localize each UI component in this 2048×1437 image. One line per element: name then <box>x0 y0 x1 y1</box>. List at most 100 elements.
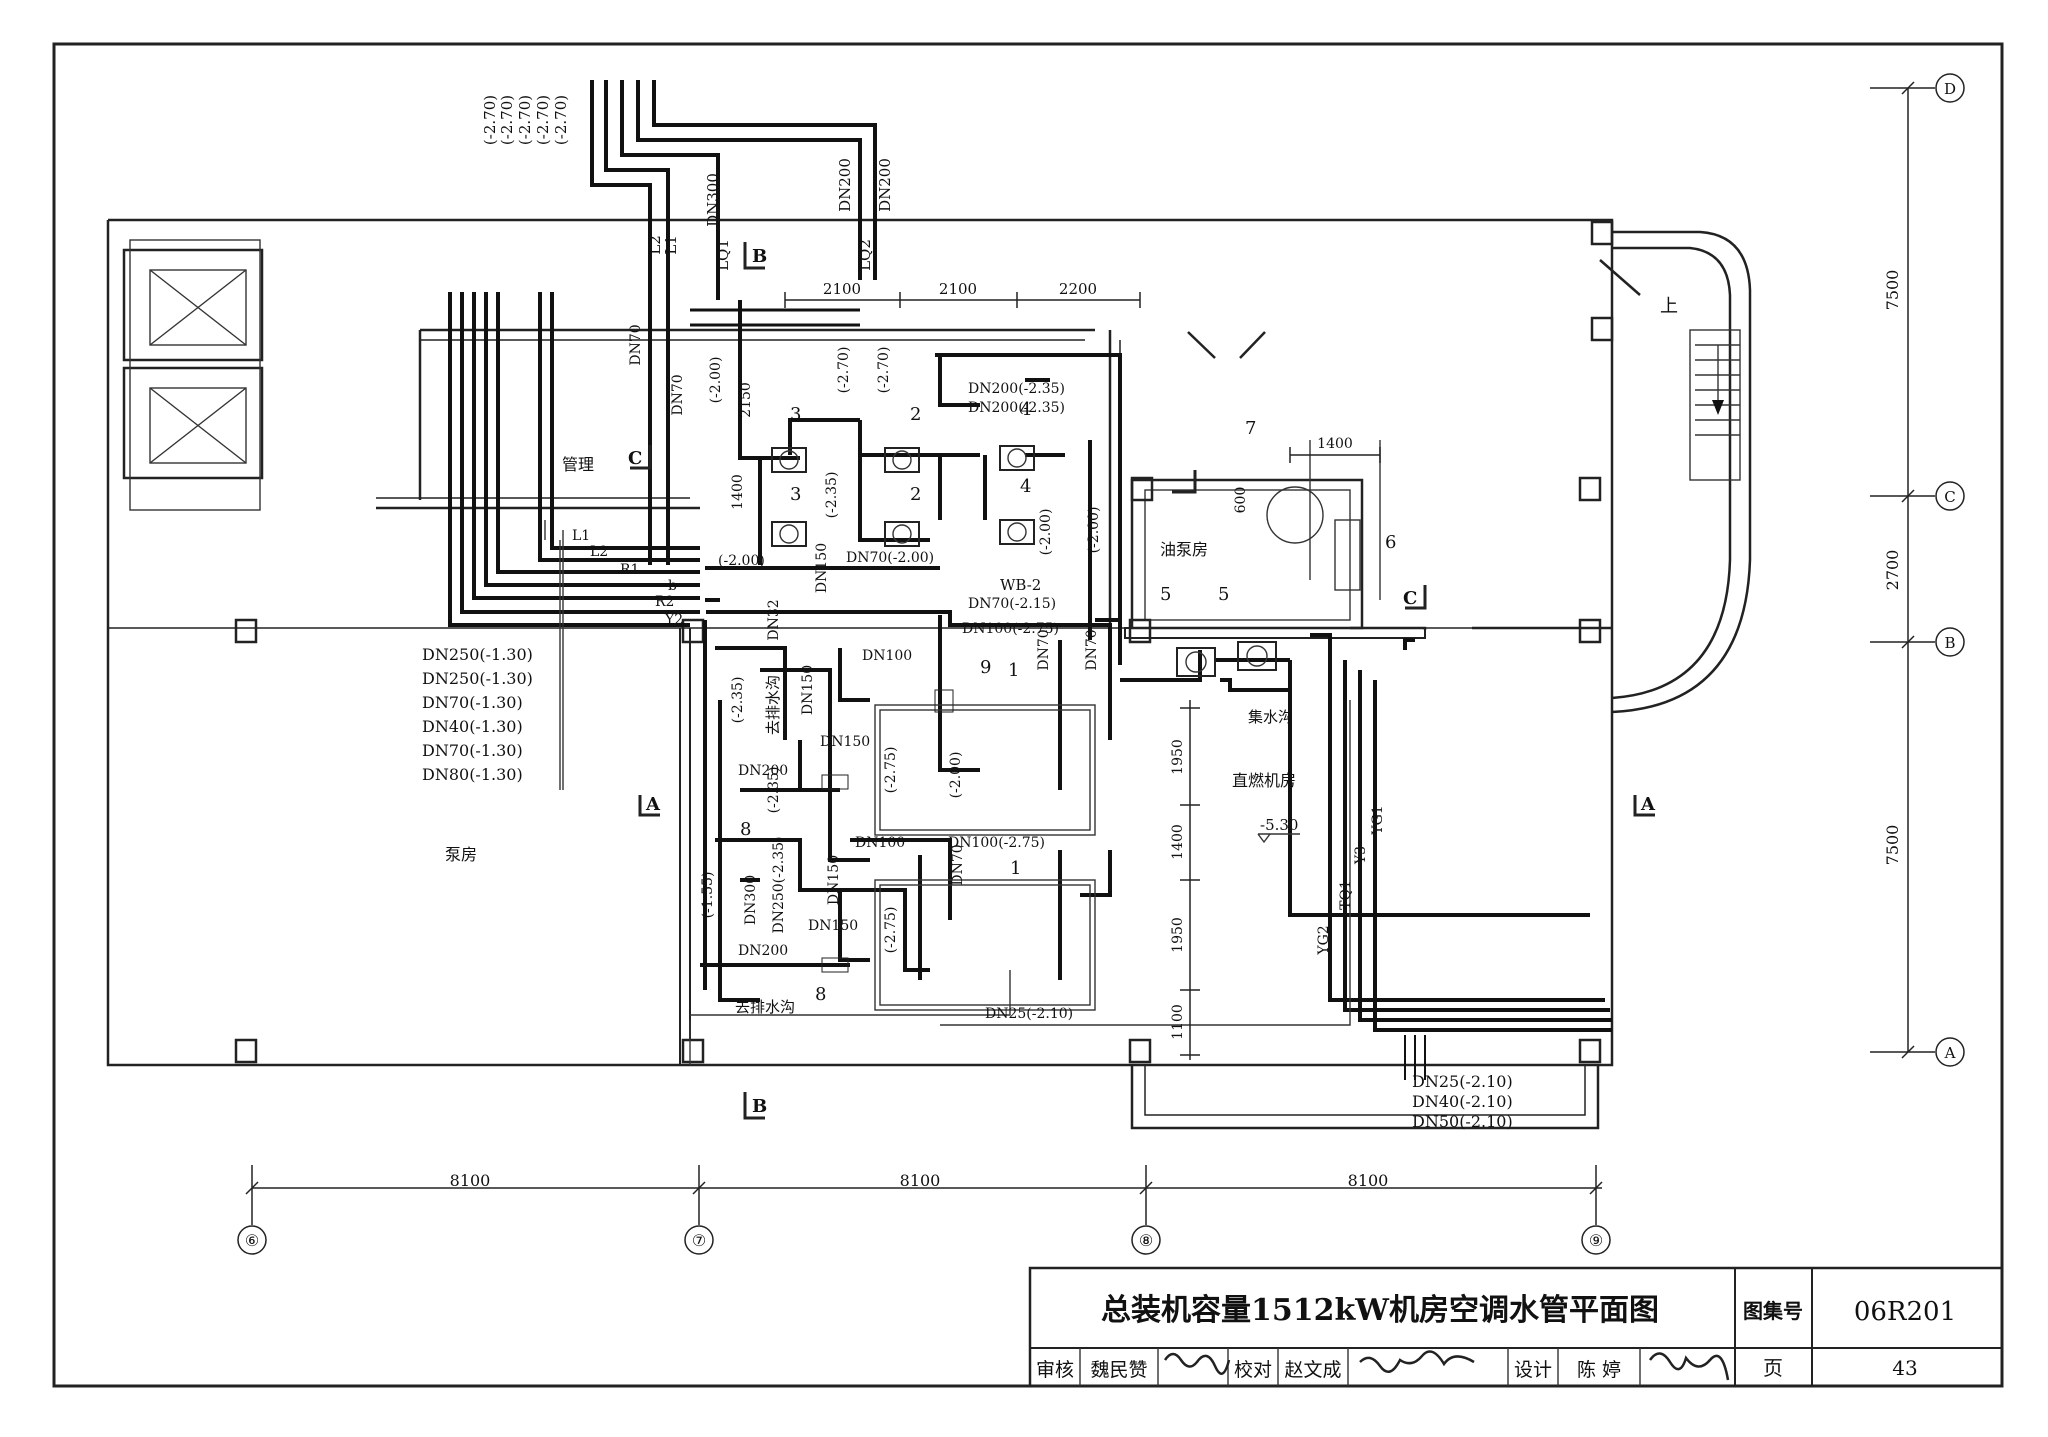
label-oil-pump-room: 油泵房 <box>1160 540 1208 559</box>
checker: 赵文成 <box>1284 1359 1341 1381</box>
section-marks: A A B B C C <box>628 242 1656 1120</box>
drawing-title: 总装机容量1512kW机房空调水管平面图 <box>1101 1293 1659 1328</box>
dim-row-3: 7500 <box>1883 825 1902 866</box>
svg-text:DN100(-2.75): DN100(-2.75) <box>962 621 1059 637</box>
tag-6: 6 <box>1385 532 1396 553</box>
design-label: 设计 <box>1514 1359 1552 1381</box>
building-walls <box>106 218 1752 1130</box>
bottom-list: DN25(-2.10) DN40(-2.10) DN50(-2.10) <box>1412 1072 1513 1131</box>
label-drain-2: 去排水沟 <box>735 998 795 1016</box>
reviewer: 魏民赞 <box>1090 1359 1147 1381</box>
pump-4-lower <box>999 519 1035 545</box>
tag-2b: 2 <box>910 484 921 505</box>
svg-text:DN150: DN150 <box>826 855 842 905</box>
dim-1100: 1100 <box>1170 1004 1186 1040</box>
svg-text:DN100: DN100 <box>862 648 912 664</box>
atlas-no: 06R201 <box>1854 1297 1956 1327</box>
section-C-right: C <box>1403 588 1417 609</box>
lvl-1: (-2.70) <box>481 95 499 145</box>
tag-3a: 3 <box>790 404 801 425</box>
label-drain-1: 去排水沟 <box>764 675 782 735</box>
chiller-1-lower <box>874 879 1096 1011</box>
svg-text:YG1: YG1 <box>1370 805 1386 835</box>
equip-8-lower <box>821 957 849 973</box>
machine-tags: YG2 TQ1 Y3 YG1 <box>1316 805 1386 955</box>
section-B-top: B <box>752 246 767 267</box>
tag-LQ2: LQ2 <box>856 239 874 271</box>
dim-col-3: 8100 <box>1348 1171 1389 1190</box>
axis-row-B: B <box>1944 634 1955 652</box>
pump-2-upper <box>884 447 920 473</box>
tag-1a: 1 <box>1008 660 1019 681</box>
signature-reviewer <box>1163 1352 1231 1375</box>
htag-L2: L2 <box>590 544 608 560</box>
lvl-2: (-2.70) <box>498 95 516 145</box>
svg-text:DN250(-2.35): DN250(-2.35) <box>771 836 787 933</box>
dim-pump-2: 2100 <box>939 280 977 298</box>
svg-text:(-2.70): (-2.70) <box>836 347 852 394</box>
pump-3-lower <box>771 521 807 547</box>
svg-text:DN150: DN150 <box>808 918 858 934</box>
svg-text:DN70: DN70 <box>1036 629 1052 670</box>
equip-6-frame <box>1334 519 1361 591</box>
thin-lines <box>544 440 1381 1065</box>
svg-text:(-2.35): (-2.35) <box>824 472 840 519</box>
axis-row-C: C <box>1944 488 1955 506</box>
axis-row-D: D <box>1944 80 1956 98</box>
svg-text:(-2.00): (-2.00) <box>708 357 724 404</box>
check-label: 校对 <box>1234 1359 1272 1381</box>
svg-text:DN100(-2.75): DN100(-2.75) <box>948 835 1045 851</box>
tag-8b: 8 <box>815 984 826 1005</box>
htag-L1: L1 <box>572 528 590 544</box>
svg-text:DN150: DN150 <box>820 734 870 750</box>
equipment <box>771 445 1361 1011</box>
svg-text:(-2.75): (-2.75) <box>883 907 899 954</box>
equip-8-upper <box>821 774 849 790</box>
size-dn200a: DN200 <box>836 158 854 212</box>
hlist-2: DN70(-1.30) <box>422 693 523 712</box>
svg-text:(-1.55): (-1.55) <box>700 872 716 919</box>
dim-col-1: 8100 <box>450 1171 491 1190</box>
dim-row-1: 7500 <box>1883 270 1902 311</box>
pump-5-right <box>1237 641 1277 671</box>
svg-text:YG2: YG2 <box>1316 925 1332 955</box>
svg-text:DN200(-2.35): DN200(-2.35) <box>968 381 1065 397</box>
svg-text:DN70: DN70 <box>628 324 644 365</box>
designer: 陈 婷 <box>1577 1359 1621 1381</box>
equipment-tags: 3 3 2 2 4 4 7 6 5 5 9 1 8 1 8 WB-2 <box>740 399 1396 1005</box>
hlist-4: DN70(-1.30) <box>422 741 523 760</box>
tag-9: 9 <box>980 657 991 678</box>
dim-1400a: 1400 <box>730 474 746 510</box>
tag-L1: L1 <box>662 235 680 255</box>
hlist-3: DN40(-1.30) <box>422 717 523 736</box>
svg-text:DN70: DN70 <box>670 374 686 415</box>
equip-9 <box>934 689 954 713</box>
room-labels: 泵房 管理 油泵房 直燃机房 -5.30 集水沟 去排水沟 去排水沟 上 <box>445 296 1678 1016</box>
tag-5b: 5 <box>1218 584 1229 605</box>
header-tags: L1 L2 R1 b R2 Y2 <box>572 528 683 628</box>
svg-text:DN50(-2.10): DN50(-2.10) <box>1412 1112 1513 1131</box>
svg-text:DN25(-2.10): DN25(-2.10) <box>1412 1072 1513 1091</box>
dim-pump-3: 2200 <box>1059 280 1097 298</box>
svg-text:DN300: DN300 <box>743 875 759 925</box>
svg-text:DN150: DN150 <box>800 665 816 715</box>
atlas-label: 图集号 <box>1743 1299 1803 1323</box>
dimension-lines <box>245 81 1935 1225</box>
hlist-1: DN250(-1.30) <box>422 669 533 688</box>
pump-5-left <box>1176 647 1216 677</box>
hlist-0: DN250(-1.30) <box>422 645 533 664</box>
tag-LQ1: LQ1 <box>714 239 732 271</box>
svg-text:(-2.35): (-2.35) <box>730 677 746 724</box>
svg-text:DN70: DN70 <box>1084 629 1100 670</box>
label-machine-room: 直燃机房 <box>1232 771 1296 790</box>
review-label: 审核 <box>1036 1359 1074 1381</box>
header-list: DN250(-1.30) DN250(-1.30) DN70(-1.30) DN… <box>422 540 561 790</box>
svg-text:(-2.70): (-2.70) <box>876 347 892 394</box>
section-B-bottom: B <box>752 1096 767 1117</box>
svg-text:(-2.35): (-2.35) <box>766 767 782 814</box>
svg-text:Y3: Y3 <box>1353 846 1369 865</box>
dim-600: 600 <box>1233 487 1249 514</box>
svg-text:(-2.00): (-2.00) <box>1038 509 1054 556</box>
